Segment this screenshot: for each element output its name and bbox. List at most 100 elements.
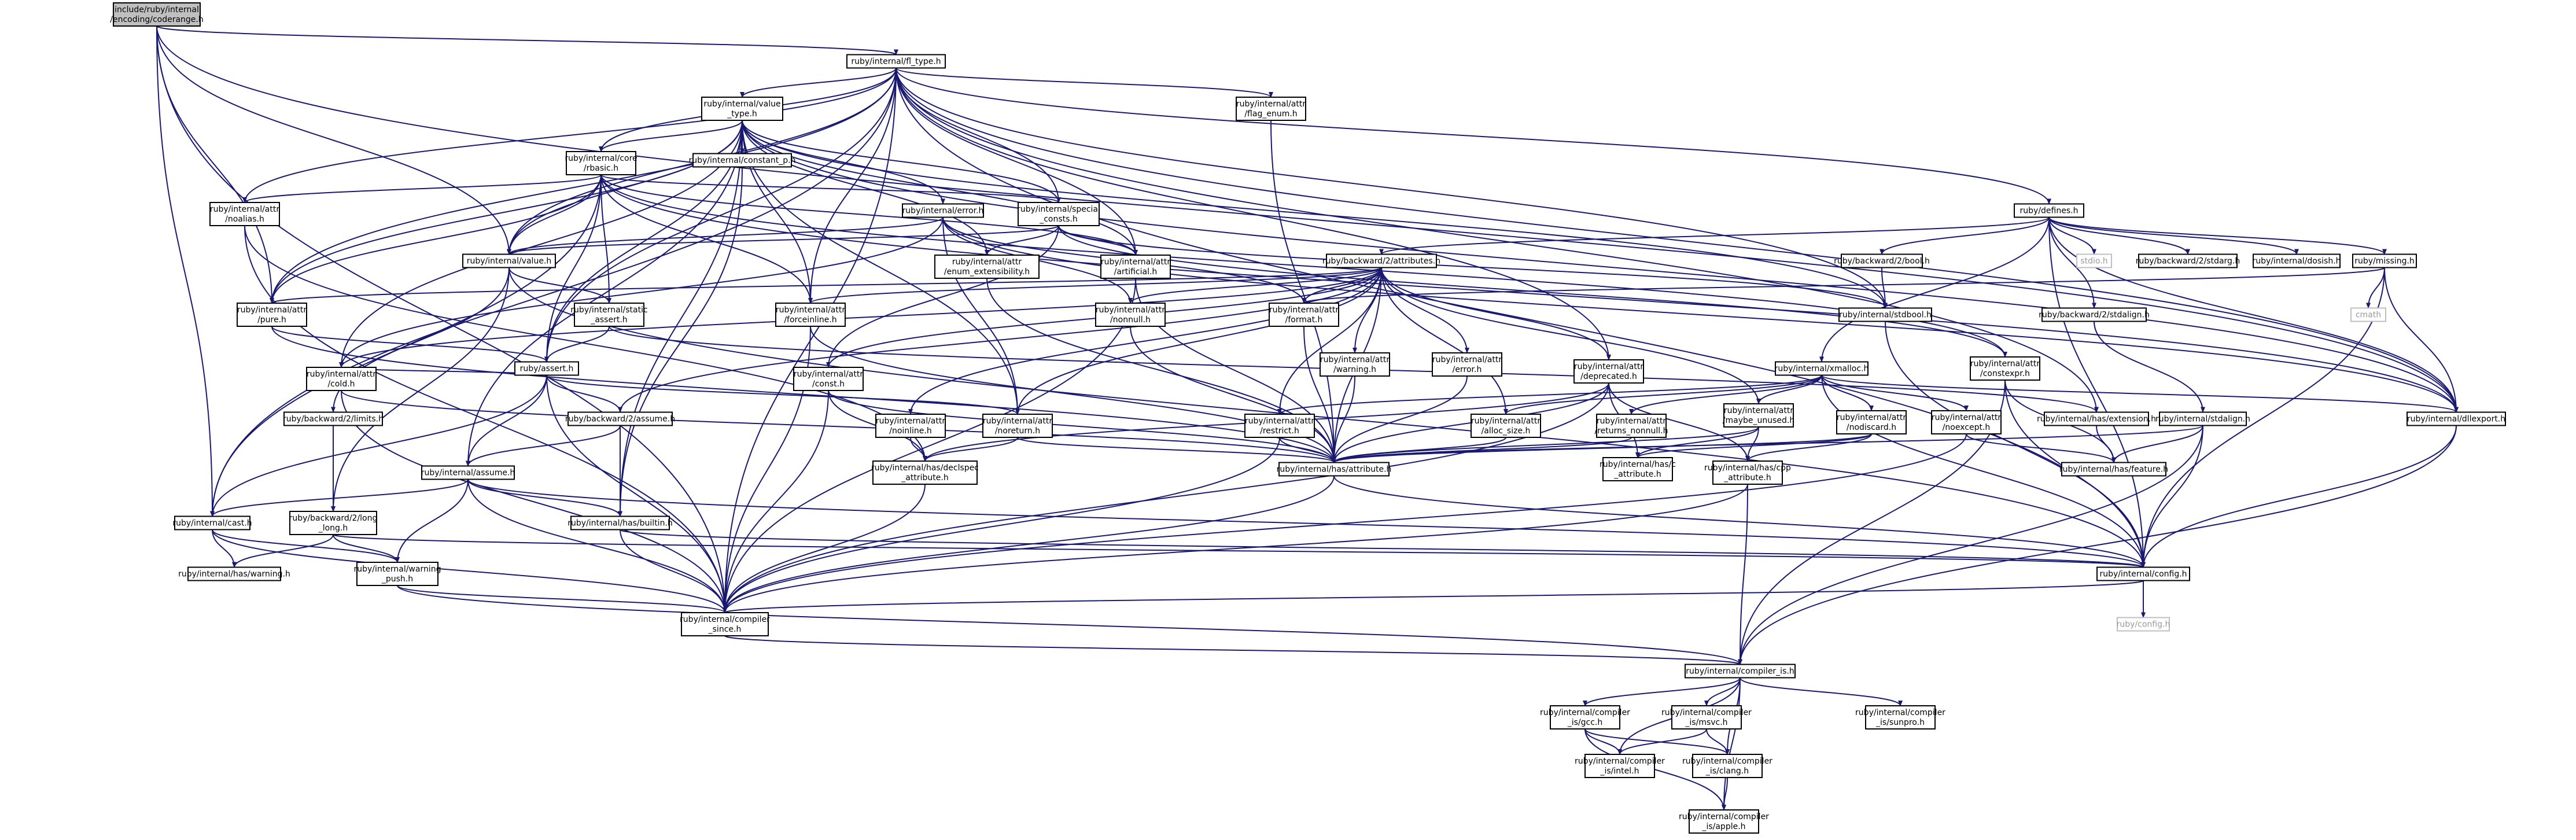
node-box[interactable] xyxy=(775,303,846,327)
node-noinline[interactable]: ruby/internal/attr/noinline.h xyxy=(875,414,946,438)
node-is_clang[interactable]: ruby/internal/compiler_is/clang.h xyxy=(1682,754,1772,778)
node-box[interactable] xyxy=(1471,414,1541,438)
node-box[interactable] xyxy=(462,253,556,268)
node-value_h[interactable]: ruby/internal/value.h xyxy=(462,253,556,268)
node-box[interactable] xyxy=(1838,307,1932,322)
node-box[interactable] xyxy=(1326,253,1437,268)
node-noreturn[interactable]: ruby/internal/attr/noreturn.h xyxy=(982,414,1053,438)
node-core_rbasic[interactable]: ruby/internal/core/rbasic.h xyxy=(565,151,637,175)
node-box[interactable] xyxy=(2014,203,2084,218)
node-box[interactable] xyxy=(1692,754,1763,778)
node-const_attr[interactable]: ruby/internal/attr/const.h xyxy=(793,367,864,391)
node-box[interactable] xyxy=(570,515,670,530)
node-box[interactable] xyxy=(902,203,984,218)
node-stdalign[interactable]: ruby/internal/stdalign.h xyxy=(2155,411,2250,426)
node-box[interactable] xyxy=(209,202,280,226)
node-nonnull[interactable]: ruby/internal/attr/nonnull.h xyxy=(1095,303,1166,327)
node-stdio[interactable]: stdio.h xyxy=(2076,253,2112,268)
node-box[interactable] xyxy=(514,361,579,376)
node-stdbool[interactable]: ruby/internal/stdbool.h xyxy=(1838,307,1932,322)
node-box[interactable] xyxy=(934,255,1040,279)
node-bw_long_long[interactable]: ruby/backward/2/long_long.h xyxy=(289,511,378,535)
node-enum_extensibility[interactable]: ruby/internal/attr/enum_extensibility.h xyxy=(934,255,1040,279)
node-deprecated[interactable]: ruby/internal/attr/deprecated.h xyxy=(1573,359,1644,384)
node-box[interactable] xyxy=(2076,253,2112,268)
node-box[interactable] xyxy=(1584,754,1655,778)
node-box[interactable] xyxy=(174,515,250,530)
node-is_apple[interactable]: ruby/internal/compiler_is/apple.h xyxy=(1679,809,1769,834)
node-is_msvc[interactable]: ruby/internal/compiler_is/msvc.h xyxy=(1661,705,1752,730)
node-box[interactable] xyxy=(1602,457,1673,481)
node-box[interactable] xyxy=(1573,359,1644,384)
node-bw_bool[interactable]: ruby/backward/2/bool.h xyxy=(1834,253,1930,268)
node-box[interactable] xyxy=(681,612,769,636)
node-is_intel[interactable]: ruby/internal/compiler_is/intel.h xyxy=(1575,754,1665,778)
node-box[interactable] xyxy=(1596,414,1667,438)
node-value_type[interactable]: ruby/internal/value_type.h xyxy=(701,97,783,121)
node-dosish[interactable]: ruby/internal/dosish.h xyxy=(2252,253,2341,268)
node-box[interactable] xyxy=(1100,255,1171,279)
node-warning_push[interactable]: ruby/internal/warning_push.h xyxy=(353,562,441,586)
node-box[interactable] xyxy=(2253,253,2341,268)
node-forceinline[interactable]: ruby/internal/attr/forceinline.h xyxy=(775,303,846,327)
node-box[interactable] xyxy=(1836,410,1907,434)
node-constant_p[interactable]: ruby/internal/constant_p.h xyxy=(688,153,796,168)
node-alloc_size[interactable]: ruby/internal/attr/alloc_size.h xyxy=(1471,414,1541,438)
node-artificial[interactable]: ruby/internal/attr/artificial.h xyxy=(1100,255,1171,279)
node-defines[interactable]: ruby/defines.h xyxy=(2014,203,2084,218)
node-bw_stdarg[interactable]: ruby/backward/2/stdarg.h xyxy=(2136,253,2240,268)
node-box[interactable] xyxy=(1970,356,2040,381)
node-box[interactable] xyxy=(1244,414,1315,438)
node-box[interactable] xyxy=(567,411,673,426)
node-box[interactable] xyxy=(1841,253,1923,268)
node-has_extension[interactable]: ruby/internal/has/extension.h xyxy=(2037,411,2156,426)
node-config_h[interactable]: ruby/config.h xyxy=(2117,617,2170,632)
node-box[interactable] xyxy=(187,566,281,581)
node-box[interactable] xyxy=(1236,97,1306,121)
node-error[interactable]: ruby/internal/error.h xyxy=(902,203,984,218)
node-static_assert[interactable]: ruby/internal/static_assert.h xyxy=(570,303,648,327)
node-dllexport[interactable]: ruby/internal/dllexport.h xyxy=(2407,411,2506,426)
node-has_feature[interactable]: ruby/internal/has/feature.h xyxy=(2059,462,2168,477)
node-has_cpp_attribute[interactable]: ruby/internal/has/cpp_attribute.h xyxy=(1704,460,1791,485)
node-box[interactable] xyxy=(1095,303,1166,327)
node-box[interactable] xyxy=(1712,460,1783,485)
node-box[interactable] xyxy=(566,151,636,175)
node-returns_nonnull[interactable]: ruby/internal/attr/returns_nonnull.h xyxy=(1595,414,1668,438)
node-box[interactable] xyxy=(2350,307,2386,322)
node-box[interactable] xyxy=(306,367,377,391)
node-box[interactable] xyxy=(1320,352,1390,377)
node-has_attribute[interactable]: ruby/internal/has/attribute.h xyxy=(1277,462,1392,477)
node-fl_type[interactable]: ruby/internal/fl_type.h xyxy=(846,54,946,69)
node-special_consts[interactable]: ruby/internal/special_consts.h xyxy=(1017,202,1100,226)
node-bw_limits[interactable]: ruby/backward/2/limits.h xyxy=(283,411,384,426)
node-cmath[interactable]: cmath xyxy=(2350,307,2386,322)
node-is_gcc[interactable]: ruby/internal/compiler_is/gcc.h xyxy=(1540,705,1630,730)
node-box[interactable] xyxy=(421,465,515,480)
node-box[interactable] xyxy=(1689,809,1759,834)
node-has_warning[interactable]: ruby/internal/has/warning.h xyxy=(178,566,290,581)
node-restrict[interactable]: ruby/internal/attr/restrict.h xyxy=(1244,414,1315,438)
node-box[interactable] xyxy=(237,303,307,327)
node-box[interactable] xyxy=(2138,253,2238,268)
node-box[interactable] xyxy=(692,153,792,168)
node-format[interactable]: ruby/internal/attr/format.h xyxy=(1269,303,1339,327)
node-box[interactable] xyxy=(2117,617,2170,632)
node-box[interactable] xyxy=(2044,411,2149,426)
node-box[interactable] xyxy=(283,411,383,426)
node-nodiscard[interactable]: ruby/internal/attr/nodiscard.h xyxy=(1836,410,1907,434)
node-xmalloc[interactable]: ruby/internal/xmalloc.h xyxy=(1775,361,1869,376)
node-box[interactable] xyxy=(846,54,946,69)
node-compiler_is[interactable]: ruby/internal/compiler_is.h xyxy=(1685,664,1796,679)
node-error_attr[interactable]: ruby/internal/attr/error.h xyxy=(1432,352,1502,377)
node-box[interactable] xyxy=(574,303,644,327)
node-box[interactable] xyxy=(1931,410,2002,434)
node-noexcept[interactable]: ruby/internal/attr/noexcept.h xyxy=(1931,410,2002,434)
node-box[interactable] xyxy=(2352,253,2417,268)
node-box[interactable] xyxy=(2041,307,2147,322)
node-box[interactable] xyxy=(2407,411,2506,426)
node-box[interactable] xyxy=(1775,361,1869,376)
node-box[interactable] xyxy=(113,2,201,27)
node-box[interactable] xyxy=(1550,705,1620,730)
node-missing[interactable]: ruby/missing.h xyxy=(2352,253,2417,268)
